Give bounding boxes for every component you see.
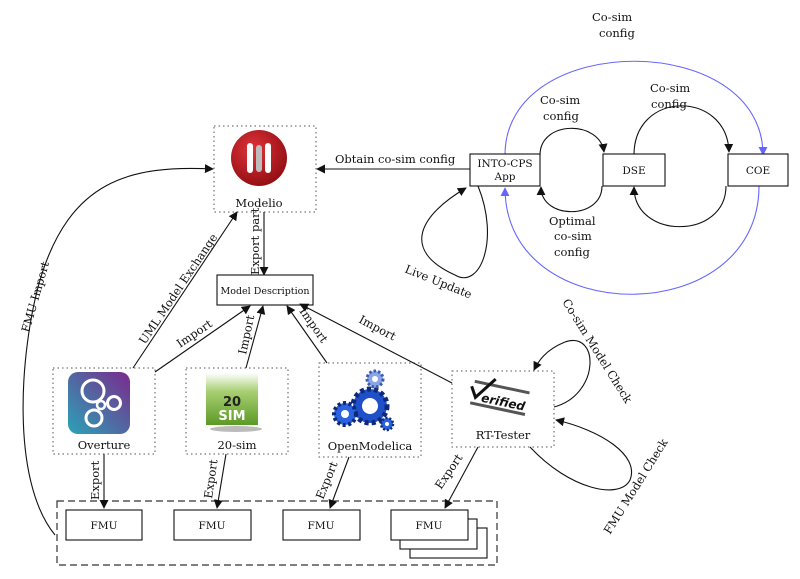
edge-openmodelica-import xyxy=(286,305,328,364)
model-description-label: Model Description xyxy=(221,286,310,297)
label-cosim-config-coe-1: Co-sim xyxy=(650,81,690,95)
label-cosim-config-dse-2: config xyxy=(543,109,579,123)
overture-logo-icon xyxy=(68,372,130,434)
label-optimal-2: co-sim xyxy=(554,229,592,243)
edge-live-update xyxy=(421,185,488,278)
label-cosim-config-coe-2: config xyxy=(651,97,687,111)
edge-fmu-import xyxy=(22,164,214,536)
label-export-part: Export part xyxy=(248,207,262,275)
fmu-label: FMU xyxy=(91,520,118,532)
edge-20sim-export xyxy=(213,453,227,509)
label-import-rttester: Import xyxy=(357,312,399,343)
rttester-node[interactable] xyxy=(451,370,555,448)
edge-rttester-import xyxy=(299,303,453,384)
fmu-label: FMU xyxy=(199,520,226,532)
label-import-20sim: Import xyxy=(235,313,257,355)
into-cps-label-2: App xyxy=(493,171,515,183)
20sim-logo-icon: 20 SIM xyxy=(206,373,262,432)
coe-label: COE xyxy=(746,165,770,177)
label-optimal-1: Optimal xyxy=(549,214,596,228)
edge-coe-to-app-blue xyxy=(500,185,760,295)
label-fmu-import: FMU Import xyxy=(18,259,52,333)
openmodelica-label: OpenModelica xyxy=(328,439,413,453)
edge-app-to-coe-blue xyxy=(504,60,768,156)
dse-node[interactable] xyxy=(602,153,666,187)
label-cosim-config-top-1: Co-sim xyxy=(592,10,632,24)
edge-rttester-export xyxy=(444,446,479,509)
label-fmu-model-check: FMU Model Check xyxy=(601,435,672,536)
label-export-openmodelica: Export xyxy=(313,459,341,501)
coe-node[interactable] xyxy=(727,153,789,187)
edge-dse-to-app xyxy=(536,185,603,213)
fmu-box-openmodelica[interactable] xyxy=(282,509,361,541)
edge-fmu-model-check xyxy=(529,417,633,491)
label-export-rttester: Export xyxy=(432,451,466,492)
edge-uml-model-exchange xyxy=(132,211,238,369)
fmu-container xyxy=(56,500,498,566)
label-cosim-config-dse-1: Co-sim xyxy=(540,93,580,107)
svg-text:20: 20 xyxy=(223,395,241,410)
twentysim-node[interactable] xyxy=(185,367,289,455)
label-export-20sim: Export xyxy=(201,458,220,499)
edge-overture-import xyxy=(154,305,251,373)
svg-text:SIM: SIM xyxy=(218,409,245,424)
fmu-box-overture[interactable] xyxy=(65,509,143,541)
edge-coe-to-dse xyxy=(629,185,727,228)
label-cosim-config-top-2: config xyxy=(599,26,635,40)
label-cosim-model-check: Co-sim Model Check xyxy=(559,296,635,406)
into-cps-app-node[interactable] xyxy=(469,153,541,187)
modelio-logo-icon xyxy=(231,130,287,186)
label-obtain-cosim-config: Obtain co-sim config xyxy=(335,152,456,166)
openmodelica-node[interactable] xyxy=(318,362,422,458)
fmu-label: FMU xyxy=(308,520,335,532)
fmu-label: FMU xyxy=(416,520,443,532)
label-import-overture: Import xyxy=(174,316,215,350)
model-description-node[interactable] xyxy=(216,274,314,306)
modelio-node[interactable] xyxy=(213,125,317,213)
into-cps-label-1: INTO-CPS xyxy=(477,158,532,170)
fmu-stack-rttester[interactable] xyxy=(390,509,488,559)
edge-app-to-dse xyxy=(539,127,608,156)
edge-20sim-import xyxy=(245,305,266,369)
label-live-update: Live Update xyxy=(403,262,474,302)
edge-cosim-model-check xyxy=(533,339,591,408)
verified-stamp-icon: erified xyxy=(469,378,530,416)
modelio-label: Modelio xyxy=(235,196,282,210)
label-export-overture: Export xyxy=(88,460,102,500)
rttester-label: RT-Tester xyxy=(476,428,531,442)
dse-label: DSE xyxy=(622,165,645,177)
label-optimal-3: config xyxy=(554,245,590,259)
openmodelica-gears-icon xyxy=(332,369,395,432)
overture-label: Overture xyxy=(78,438,131,452)
twentysim-label: 20-sim xyxy=(217,438,256,452)
edge-openmodelica-export xyxy=(328,456,350,509)
edge-dse-to-coe xyxy=(633,105,734,156)
fmu-box-20sim[interactable] xyxy=(173,509,252,541)
